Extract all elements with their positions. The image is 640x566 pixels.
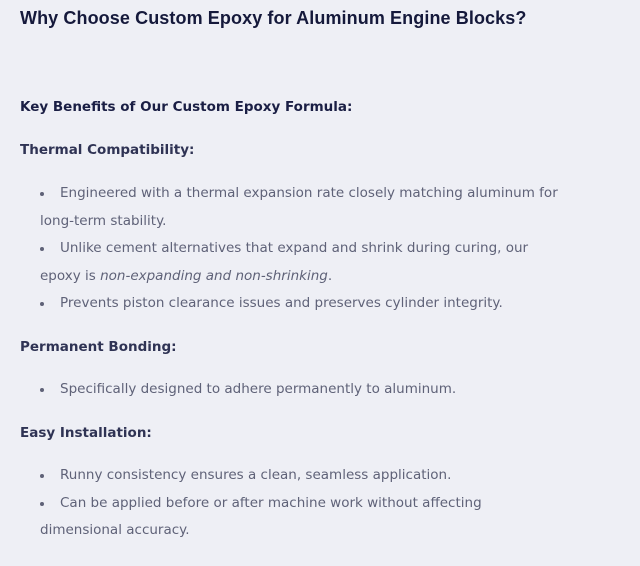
benefits-heading: Key Benefits of Our Custom Epoxy Formula…: [20, 99, 353, 115]
bullet-list: Runny consistency ensures a clean, seaml…: [20, 462, 620, 545]
bullet-icon: [40, 501, 44, 506]
bullet-list: Engineered with a thermal expansion rate…: [20, 180, 620, 318]
list-item-text: Engineered with a thermal expansion rate…: [40, 185, 558, 229]
bullet-icon: [40, 192, 44, 196]
list-item-text: Can be applied before or after machine w…: [40, 494, 482, 539]
bullet-icon: [40, 474, 44, 478]
section-thermal-compatibility: Thermal Compatibility: Engineered with a…: [20, 140, 620, 318]
bullet-icon: [40, 247, 44, 251]
list-item: Prevents piston clearance issues and pre…: [20, 290, 560, 318]
section-heading: Permanent Bonding:: [20, 339, 177, 355]
list-item-text-end: .: [327, 267, 333, 284]
bullet-icon: [40, 302, 44, 306]
list-item-text: Specifically designed to adhere permanen…: [60, 381, 457, 397]
list-item: Unlike cement alternatives that expand a…: [20, 235, 560, 290]
list-item: Specifically designed to adhere permanen…: [20, 376, 560, 404]
section-heading: Thermal Compatibility:: [20, 142, 195, 158]
section-easy-installation: Easy Installation: Runny consistency ens…: [20, 423, 620, 545]
list-item-text: Runny consistency ensures a clean, seaml…: [60, 467, 452, 483]
list-item-text: Prevents piston clearance issues and pre…: [60, 295, 503, 311]
bullet-icon: [40, 388, 44, 392]
list-item: Can be applied before or after machine w…: [20, 490, 560, 545]
section-heading: Easy Installation:: [20, 425, 152, 441]
list-item-text: Unlike cement alternatives that expand a…: [40, 240, 529, 284]
list-item: Engineered with a thermal expansion rate…: [20, 180, 560, 235]
section-permanent-bonding: Permanent Bonding: Specifically designed…: [20, 337, 620, 404]
bullet-list: Specifically designed to adhere permanen…: [20, 376, 620, 404]
page-title: Why Choose Custom Epoxy for Aluminum Eng…: [20, 8, 527, 28]
list-item: Runny consistency ensures a clean, seaml…: [20, 462, 560, 490]
emphasis-text: non-expanding and non-shrinking: [100, 267, 328, 284]
